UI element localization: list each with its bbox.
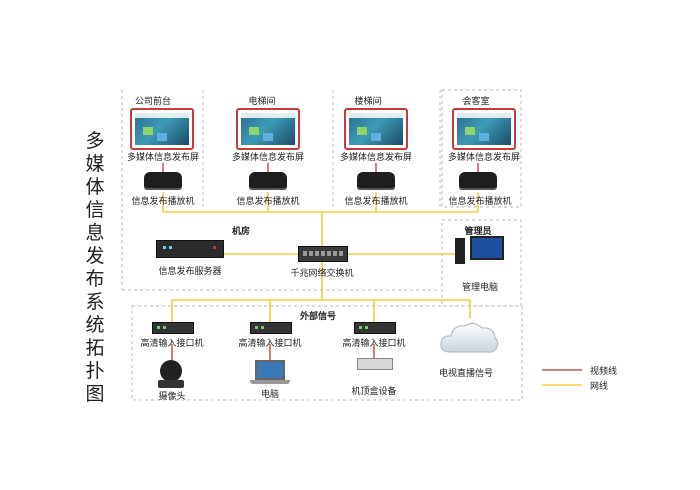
player-label: 信息发布播放机 <box>344 197 408 207</box>
screen-label: 多媒体信息发布屏 <box>231 153 305 163</box>
player-label: 信息发布播放机 <box>236 197 300 207</box>
zone-label: 楼梯间 <box>354 97 382 107</box>
display-screen-icon <box>344 108 408 150</box>
title-char: 息 <box>85 222 105 244</box>
camera-icon <box>160 360 182 382</box>
media-player-icon <box>459 172 497 188</box>
display-screen-icon <box>236 108 300 150</box>
zone-label: 公司前台 <box>134 97 172 107</box>
set-top-box-label: 机顶盒设备 <box>351 387 397 397</box>
screen-label: 多媒体信息发布屏 <box>126 153 200 163</box>
player-label: 信息发布播放机 <box>131 197 195 207</box>
encoder-label: 高清输入接口机 <box>342 339 406 349</box>
screen-label: 多媒体信息发布屏 <box>447 153 521 163</box>
title-char: 布 <box>85 268 105 290</box>
zone-border <box>131 305 523 401</box>
pc-monitor-icon <box>470 236 504 260</box>
title-char: 统 <box>85 314 105 336</box>
player-label: 信息发布播放机 <box>448 197 512 207</box>
server-icon <box>156 240 224 258</box>
switch-label: 千兆网络交换机 <box>290 269 354 279</box>
encoder-label: 高清输入接口机 <box>238 339 302 349</box>
legend-network-label: 网线 <box>590 382 609 392</box>
server-label: 信息发布服务器 <box>158 267 222 277</box>
media-player-icon <box>249 172 287 188</box>
media-player-icon <box>357 172 395 188</box>
admin-pc-label: 管理电脑 <box>461 283 499 293</box>
zone-label: 电梯间 <box>248 97 276 107</box>
laptop-base-icon <box>250 380 290 384</box>
title-char: 发 <box>85 245 105 267</box>
title-char: 系 <box>85 291 105 313</box>
camera-label: 摄像头 <box>158 392 186 402</box>
network-switch-icon <box>298 246 348 262</box>
title-char: 媒 <box>85 153 105 175</box>
title-char: 信 <box>85 199 105 221</box>
legend-video-label: 视频线 <box>590 367 618 377</box>
encoder-label: 高清输入接口机 <box>140 339 204 349</box>
laptop-label: 电脑 <box>260 390 280 400</box>
machine-room-label: 机房 <box>232 227 251 237</box>
title-char: 扑 <box>85 360 105 382</box>
title-char: 图 <box>85 383 105 405</box>
display-screen-icon <box>130 108 194 150</box>
encoder-icon <box>250 322 292 334</box>
laptop-icon <box>255 360 285 380</box>
admin-label: 管理员 <box>464 227 492 237</box>
diagram-title: 多 媒 体 信 息 发 布 系 统 拓 扑 图 <box>80 130 110 406</box>
set-top-box-icon <box>357 358 393 370</box>
display-screen-icon <box>452 108 516 150</box>
title-char: 多 <box>85 130 105 152</box>
pc-tower-icon <box>455 238 465 264</box>
camera-base-icon <box>158 380 184 388</box>
encoder-icon <box>152 322 194 334</box>
external-signal-label: 外部信号 <box>299 312 337 322</box>
cloud-icon <box>440 322 499 353</box>
title-char: 拓 <box>85 337 105 359</box>
zone-border <box>441 89 522 208</box>
encoder-icon <box>354 322 396 334</box>
tv-signal-label: 电视直播信号 <box>438 369 494 379</box>
media-player-icon <box>144 172 182 188</box>
zone-label: 会客室 <box>462 97 490 107</box>
title-char: 体 <box>85 176 105 198</box>
screen-label: 多媒体信息发布屏 <box>339 153 413 163</box>
